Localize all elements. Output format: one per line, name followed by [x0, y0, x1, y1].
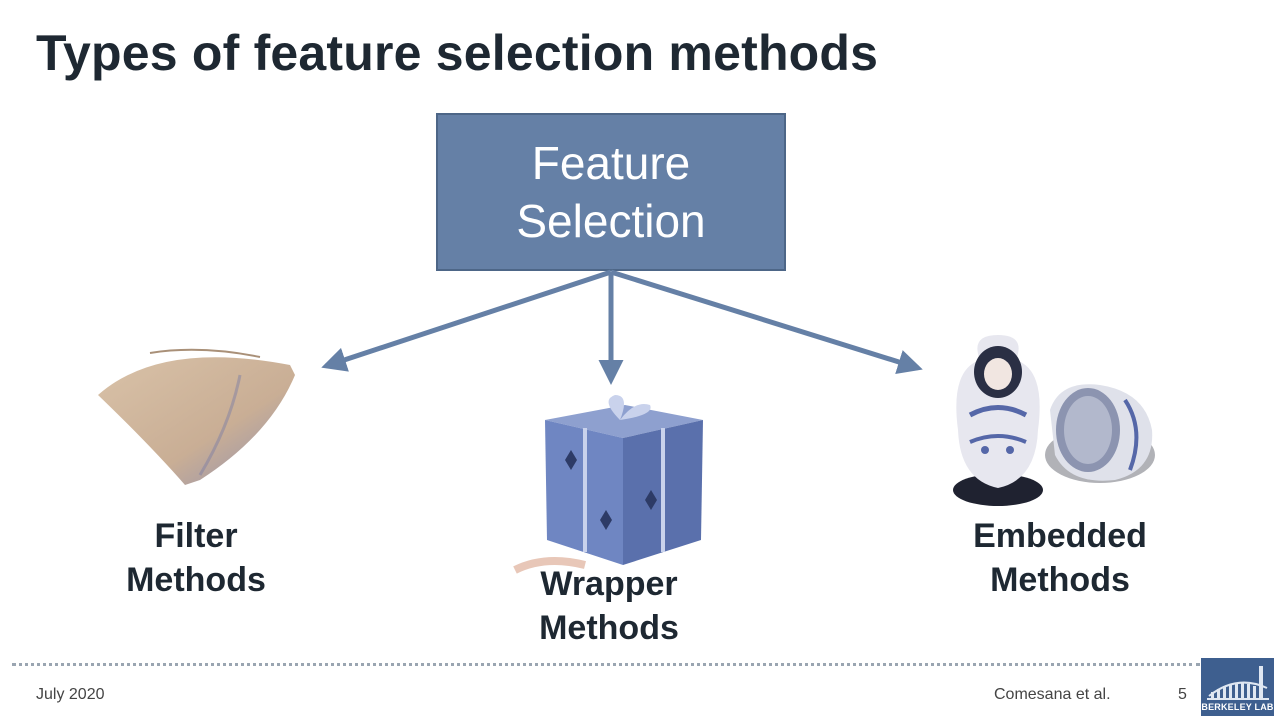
footer-authors: Comesana et al. — [994, 686, 1111, 703]
wrapper-methods-label: Wrapper Methods — [539, 565, 679, 647]
wrapped-gift-icon — [513, 395, 703, 574]
lab-building-icon — [1207, 666, 1269, 700]
footer-divider — [12, 663, 1200, 666]
feature-selection-label: Feature Selection — [516, 137, 706, 247]
coffee-filter-icon — [98, 348, 295, 485]
footer-date: July 2020 — [36, 686, 105, 703]
filter-methods-label: Filter Methods — [126, 517, 266, 599]
arrow-to-embedded — [610, 269, 923, 374]
embedded-methods-label: Embedded Methods — [973, 517, 1147, 599]
arrow-to-filter — [321, 269, 612, 372]
feature-selection-box: Feature Selection — [436, 113, 786, 271]
berkeley-lab-logo: BERKELEY LAB — [1201, 658, 1274, 716]
logo-text: BERKELEY LAB — [1201, 702, 1274, 712]
page-number: 5 — [1178, 686, 1187, 703]
slide-title: Types of feature selection methods — [36, 25, 879, 81]
nesting-dolls-icon — [953, 335, 1155, 506]
